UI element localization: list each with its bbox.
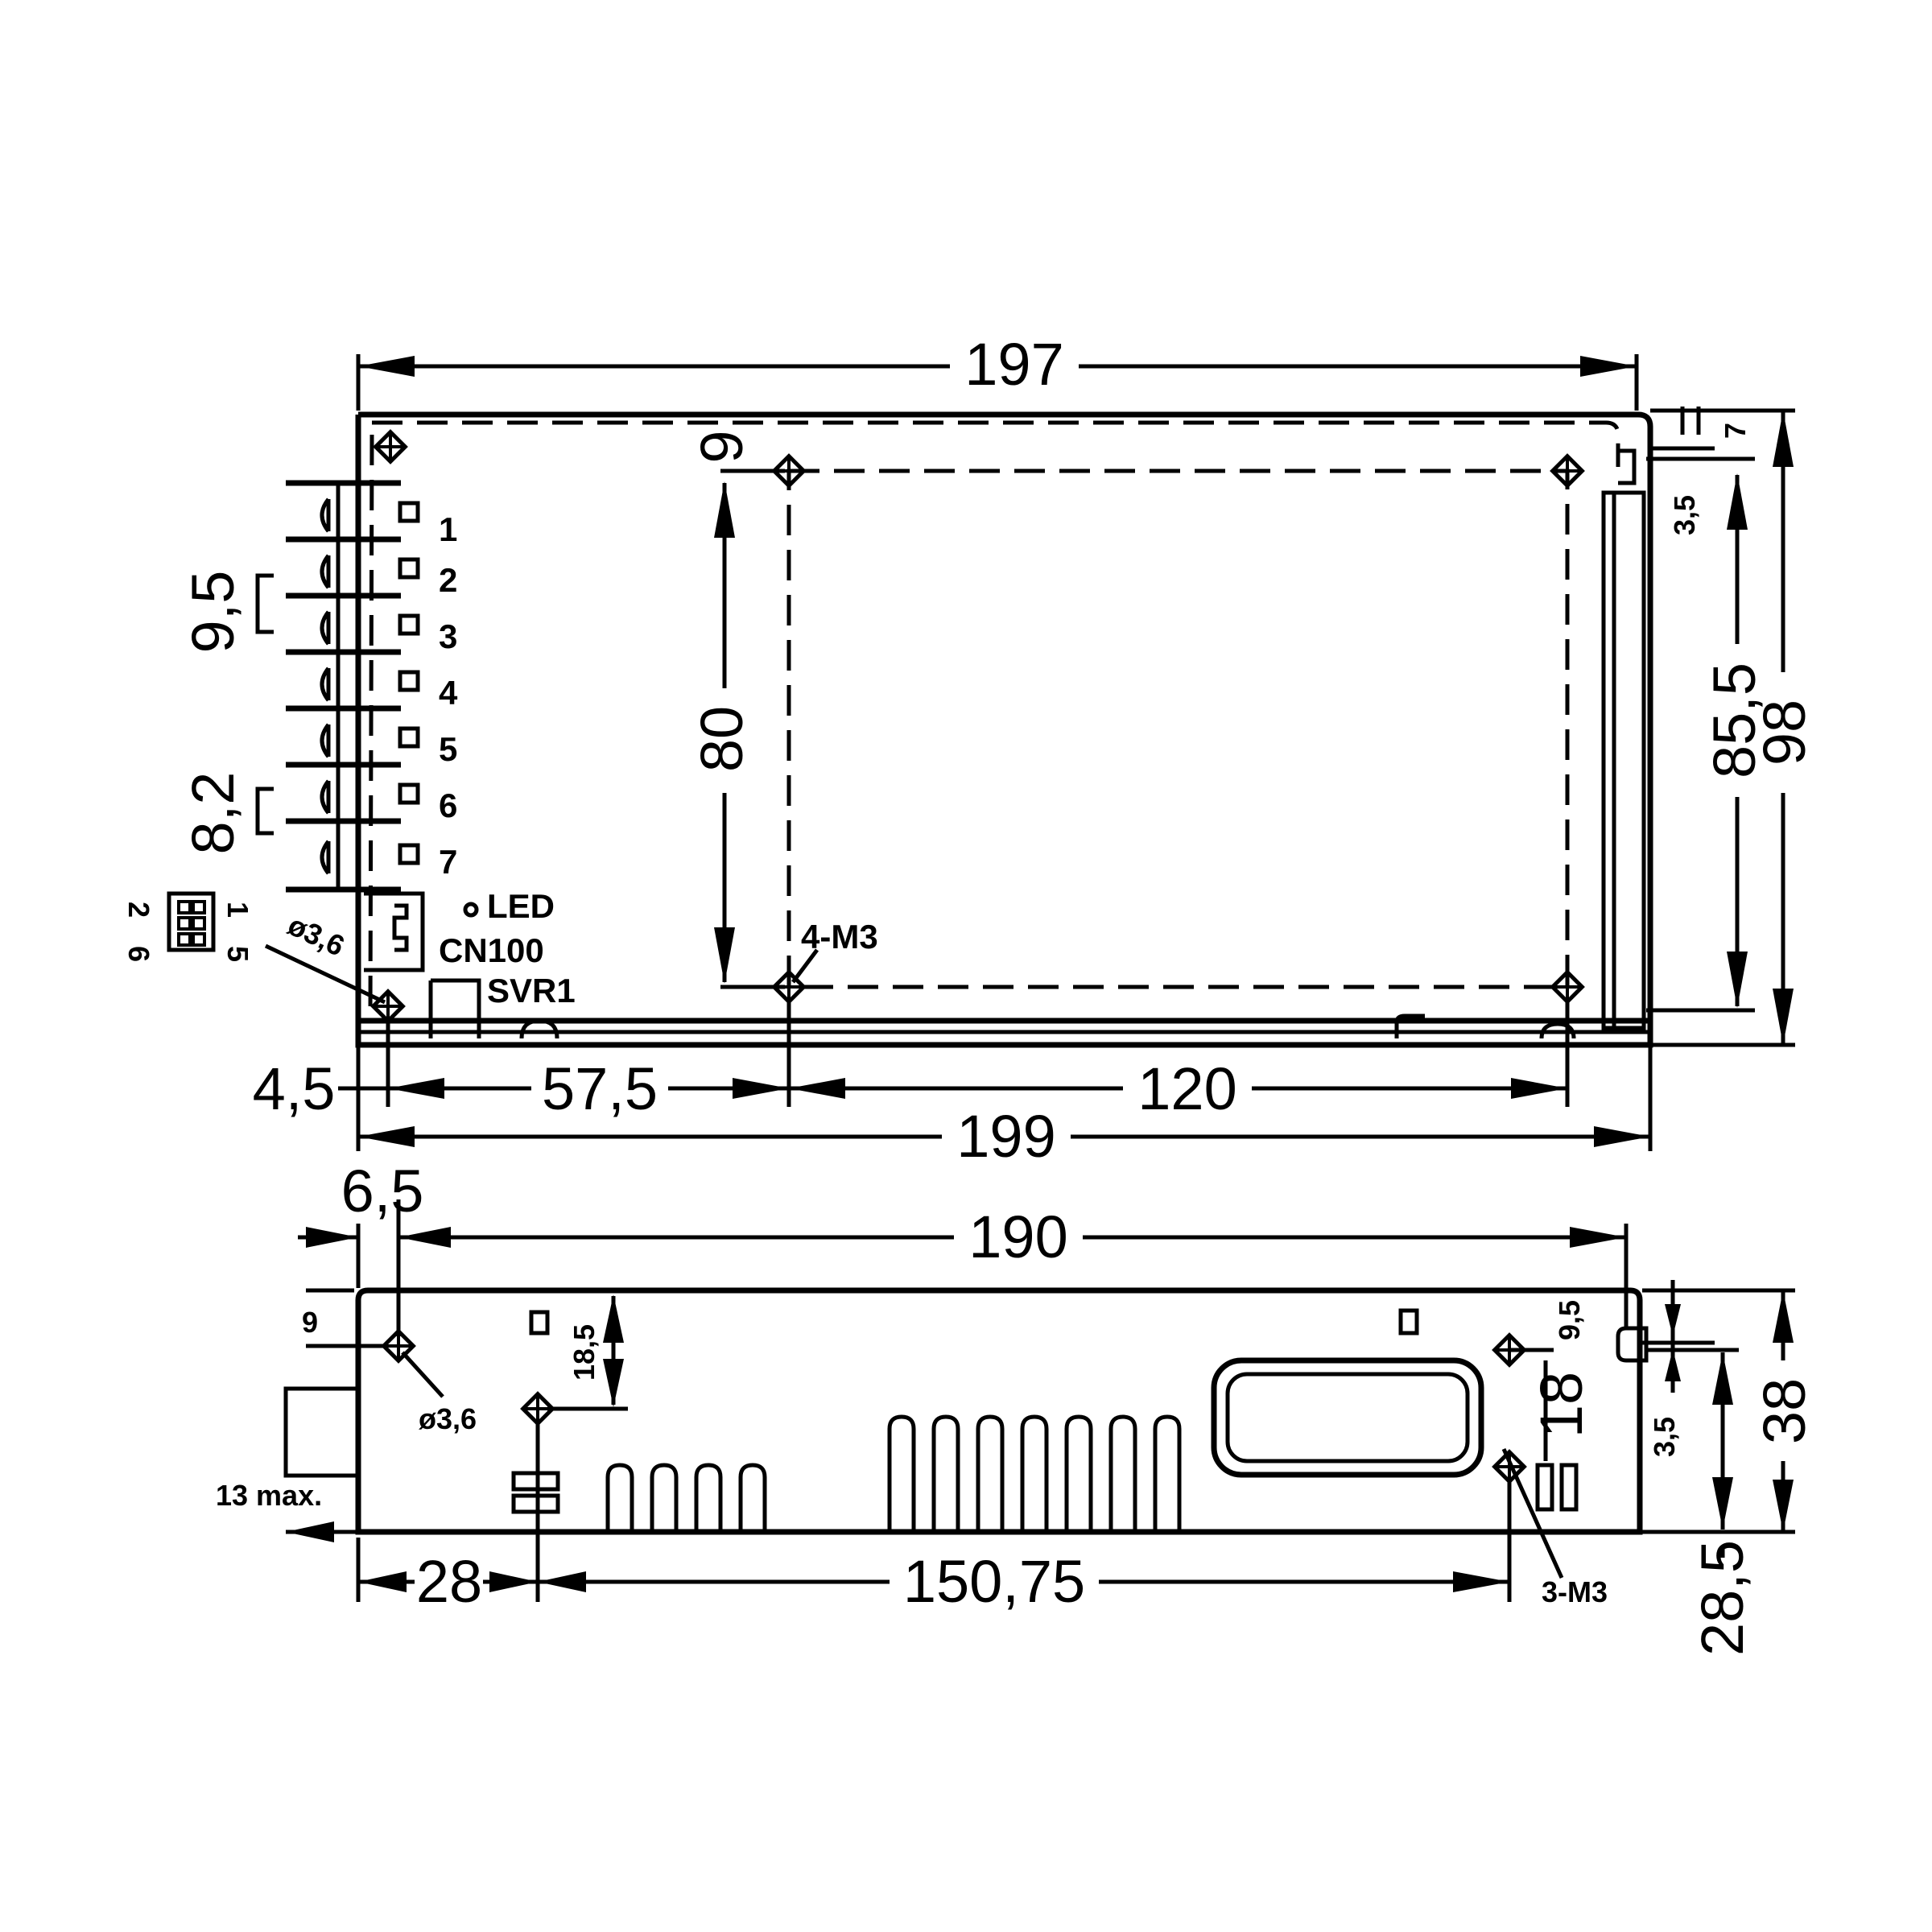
cn100-label: CN100 [439,931,544,969]
pin-label-3: 3 [439,617,457,655]
terminal-block [286,480,420,893]
dim-side-hole-pitch: 150,75 [903,1548,1085,1615]
side-body-outline [355,1287,1643,1535]
pin-label-2: 2 [439,561,457,599]
side-mount-label: 3-M3 [1542,1575,1608,1608]
dim-side-hole-center-y: 18 [1528,1372,1595,1438]
top-pcb-outline [368,420,1620,1019]
pin-label-4: 4 [439,674,458,712]
pin-label-5: 5 [439,730,457,768]
top-hole-label: ø3,6 [283,908,350,963]
top-mount-hole-6 [370,989,406,1024]
dim-side-left-hole-y: 18,5 [568,1324,601,1381]
led-indicator [463,902,479,918]
side-vent-large [887,1414,1182,1532]
side-view: ø3,6 3-M3 13 max. 190 6,5 9 18,5 [216,1158,1818,1656]
pin-label-6: 6 [439,786,457,824]
dim-offset-left: 4,5 [253,1055,336,1122]
side-window-inner [1225,1372,1470,1463]
dim-top-offset: 9 [688,430,755,463]
dim-overall-width: 197 [964,331,1063,398]
cn-pin-1: 1 [221,902,254,918]
terminal-label: 13 max. [216,1479,322,1512]
dim-base-width: 199 [956,1103,1055,1170]
dim-side-height: 38 [1751,1378,1818,1444]
dim-top-small: 7 [1719,423,1752,439]
pin-label-1: 1 [439,510,457,548]
cn-pin-5: 5 [221,946,254,962]
top-mount-hole-1 [373,429,408,464]
dim-pin-pitch-small: 8,2 [180,772,246,855]
dim-top-small-2: 3,5 [1668,495,1701,535]
cn-pin-6: 6 [122,946,155,962]
svr1-label: SVR1 [487,972,576,1009]
dim-hole-offset: 57,5 [542,1055,658,1122]
side-window-outer [1211,1357,1484,1478]
top-mount-hole-3 [1550,453,1585,489]
cn100-connector [364,891,425,972]
dim-side-left-small: 9 [302,1306,318,1339]
dim-side-small-gap: 3,5 [1648,1417,1681,1457]
top-mount-hole-2 [771,453,807,489]
side-terminal-stub [283,1386,361,1478]
top-mount-hole-5 [1550,969,1585,1005]
led-label: LED [487,887,555,925]
dim-side-width: 190 [968,1203,1067,1270]
pin-label-7: 7 [439,843,457,881]
dim-pin-pitch-large: 9,5 [180,571,246,654]
side-vent-small [605,1463,767,1532]
dim-side-top-right-small: 9,5 [1553,1300,1586,1340]
cn-pin-2: 2 [122,902,155,918]
dim-side-hole-left: 28 [416,1548,482,1615]
top-hole-pattern [786,469,1570,989]
dim-side-bottom-span: 28,5 [1689,1540,1756,1656]
top-mount-label: 4-M3 [801,918,878,956]
dim-side-left-offset: 6,5 [341,1158,424,1224]
side-hole-label: ø3,6 [419,1402,477,1435]
side-mount-hole-4 [1492,1449,1527,1484]
dim-hole-span-vertical: 80 [688,706,755,772]
top-chassis-outline [355,411,1653,1038]
cn-pin-diagram [167,891,216,952]
dim-hole-pitch: 120 [1137,1055,1236,1122]
top-view: 1 2 3 4 5 6 7 9,5 8,2 LED CN100 SVR1 2 1 [122,331,1818,1170]
top-heatsink [1601,490,1646,1030]
svr1-trimmer [428,978,481,1038]
dim-height: 98 [1751,700,1818,766]
dim-hole-span-right: 85,5 [1701,663,1768,778]
